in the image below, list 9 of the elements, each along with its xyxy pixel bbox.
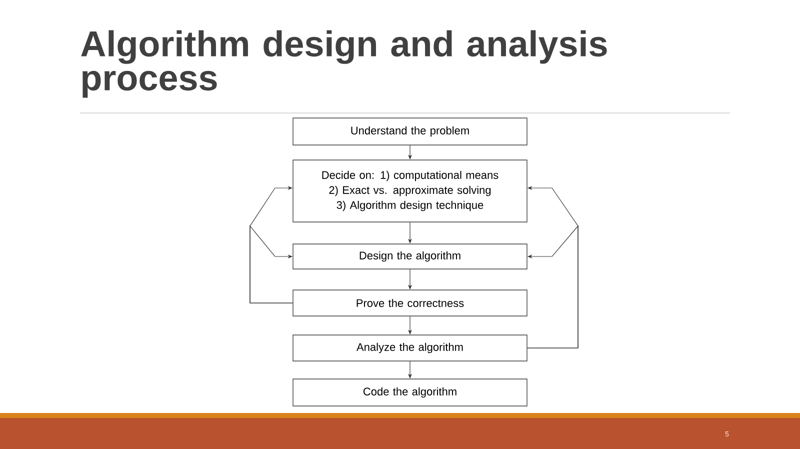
arrow <box>527 225 578 348</box>
process-box: Code the algorithm <box>292 378 528 406</box>
process-box: Design the algorithm <box>292 244 528 270</box>
arrow <box>250 225 293 304</box>
title: Algorithm design and analysis process <box>81 30 607 98</box>
process-box: Prove the correctness <box>292 290 528 316</box>
process-box: Analyze the algorithm <box>292 334 528 362</box>
process-box: Understand the problem <box>292 118 528 146</box>
process-box: Decide on: 1) computational means 2) Exact vs. approximate solving 3) Algorithm design technique <box>292 160 528 222</box>
